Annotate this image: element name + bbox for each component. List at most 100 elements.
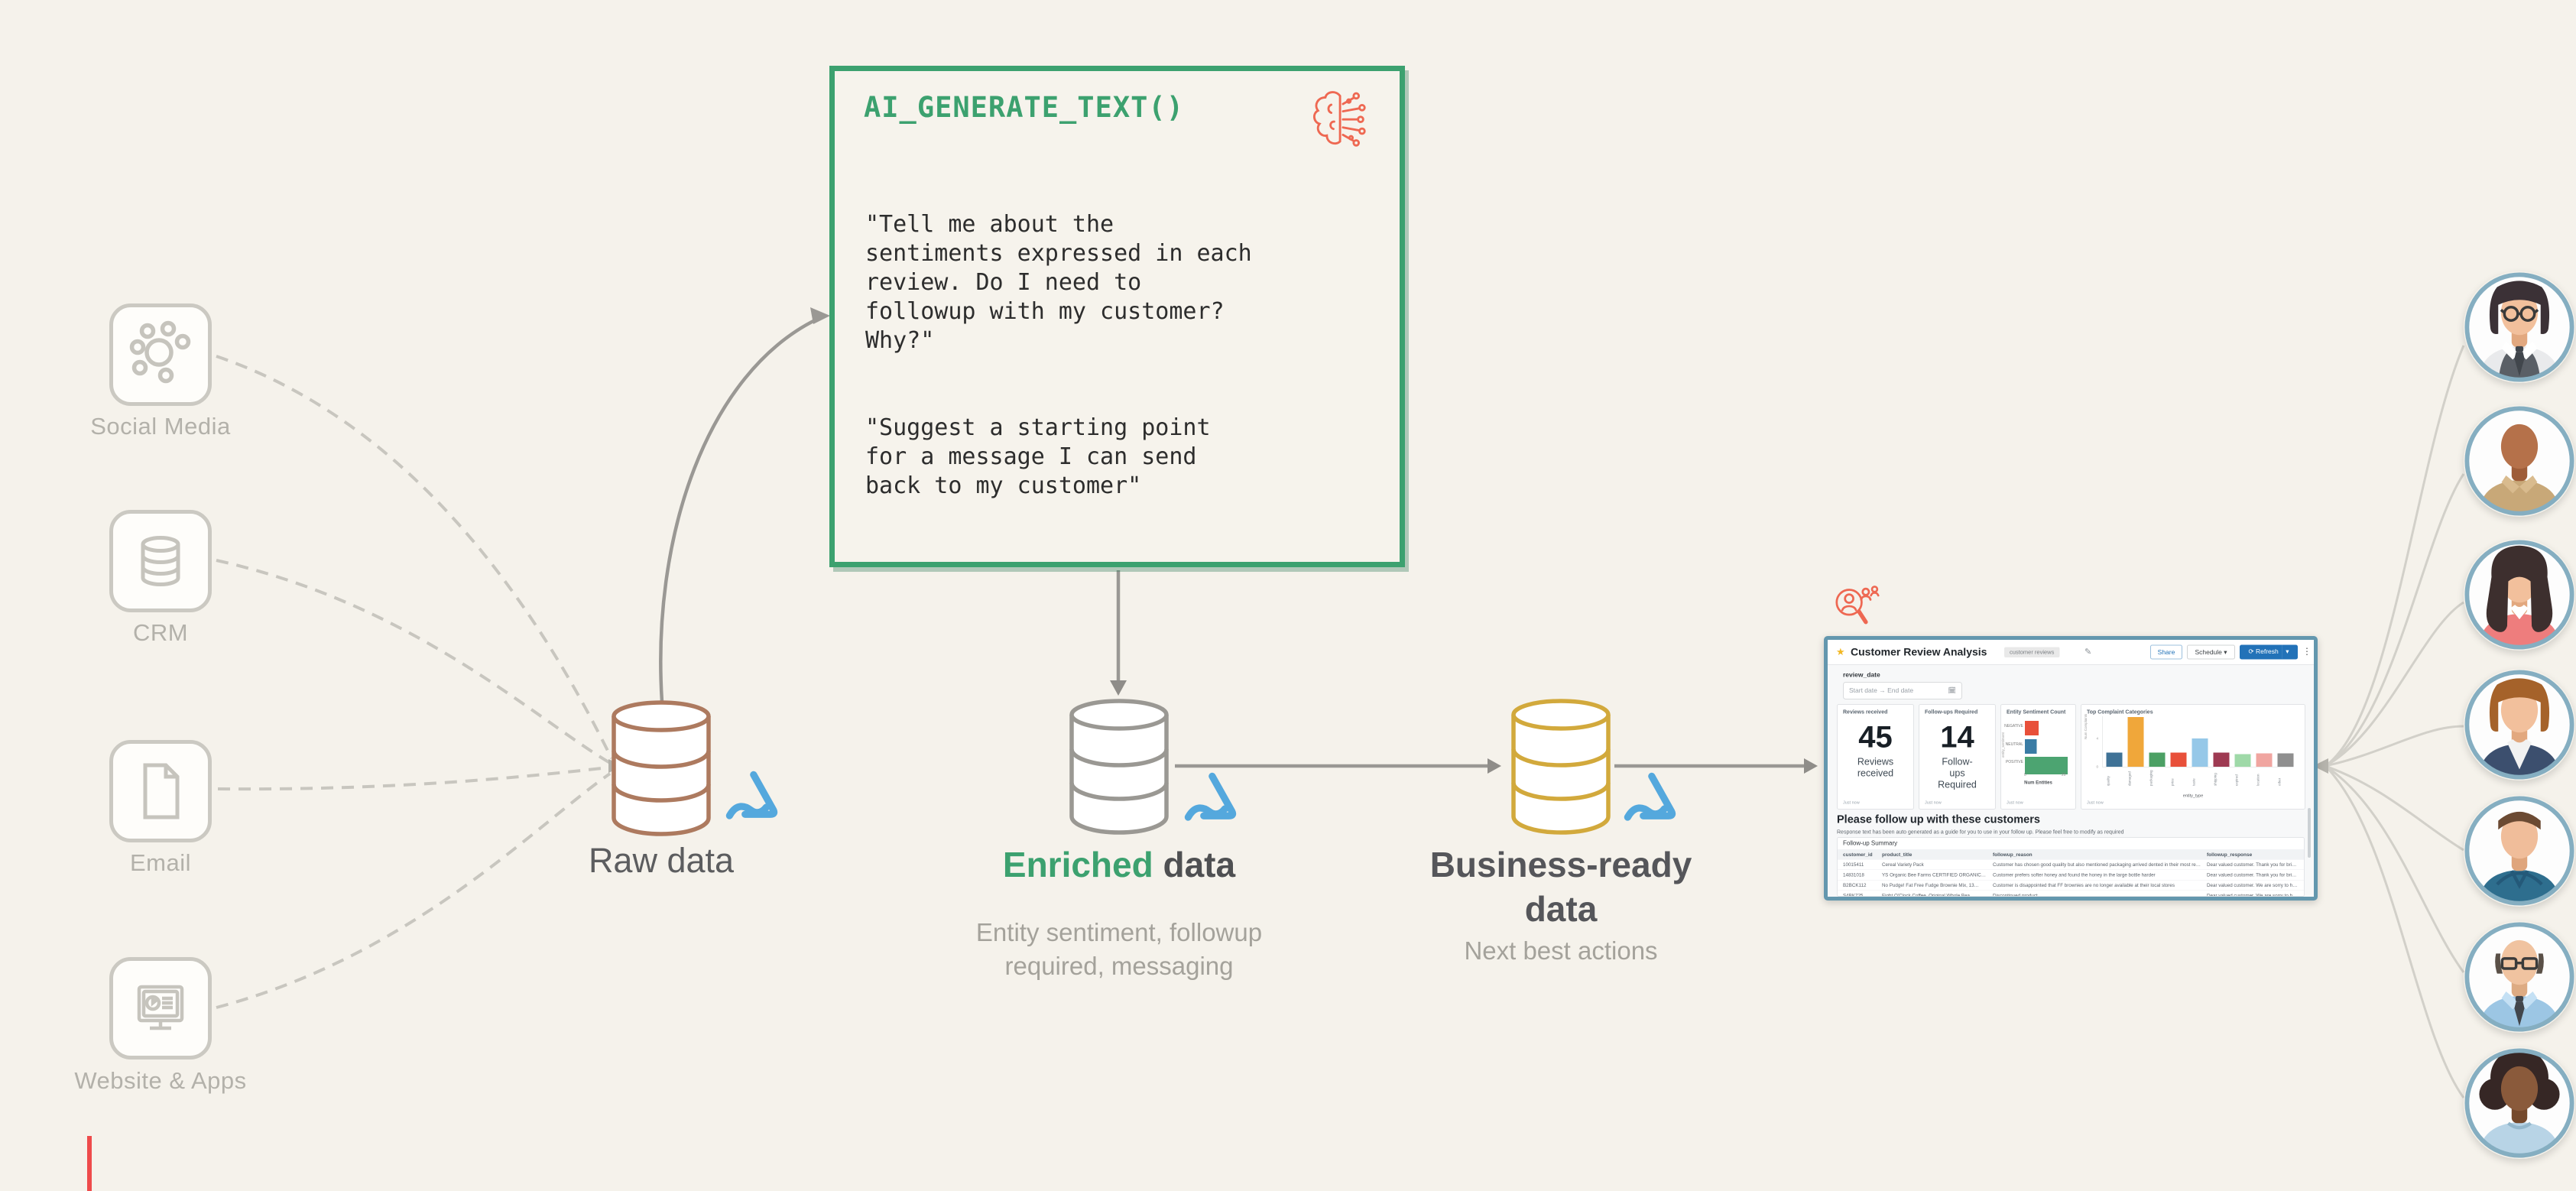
followup-subtext: Response text has been auto generated as…: [1837, 829, 2124, 835]
complaint-category-label: packaging: [2149, 770, 2153, 786]
crm-database-icon: [109, 510, 212, 612]
table-column-header: product_title: [1882, 851, 1913, 858]
complaint-bar: [2234, 754, 2251, 767]
table-cell: Customer prefers softer honey and found …: [1993, 872, 2156, 878]
table-cell: Customer has chosen good quality but als…: [1993, 862, 2207, 868]
ai-prompts: "Tell me about the sentiments expressed …: [835, 160, 1400, 559]
kebab-menu-icon[interactable]: ⋮: [2302, 646, 2312, 657]
email-document-icon: [109, 740, 212, 842]
table-row: B2BCK112 No Pudge! Fat Free Fudge Brownie…: [1838, 880, 2304, 891]
complaint-bar: [2106, 752, 2123, 767]
dashboard-header: ★ Customer Review Analysis customer revi…: [1828, 640, 2314, 665]
share-button[interactable]: Share: [2150, 644, 2182, 660]
dashboard-badge: customer reviews: [2004, 647, 2060, 657]
table-cell: 14831018: [1843, 872, 1864, 878]
table-row: 14831018 YS Organic Bee Farms CERTIFIED O…: [1838, 869, 2304, 881]
table-cell: B2BCK112: [1843, 882, 1867, 888]
dashboard-title: Customer Review Analysis: [1851, 646, 1987, 658]
avatar-bald-man-khaki: [2464, 405, 2575, 517]
social-media-icon: [109, 303, 212, 406]
complaint-bar: [2149, 752, 2166, 767]
ai-prompt-2: "Suggest a starting point for a message …: [865, 414, 1211, 499]
kpi-value-followups: 14: [1940, 719, 1974, 755]
data-platform-logo: [725, 771, 778, 819]
ai-prompt-1: "Tell me about the sentiments expressed …: [865, 211, 1252, 354]
kpi-value-reviews: 45: [1858, 719, 1893, 755]
schedule-button[interactable]: Schedule ▾: [2187, 644, 2235, 660]
sentiment-bar-row: NEGATIVE: [2001, 719, 2075, 737]
kpi-label-followups: Follow- ups Required: [1938, 756, 1977, 790]
table-cell: No Pudge! Fat Free Fudge Brownie Mix, 13…: [1882, 882, 1979, 888]
sentiment-bar: [2025, 757, 2068, 774]
scrollbar-thumb[interactable]: [2308, 808, 2311, 858]
table-cell: Cereal Variety Pack: [1882, 862, 1924, 868]
sentiment-bar: [2025, 739, 2037, 754]
raw-data-cylinder: [612, 700, 711, 836]
complaint-bar: [2170, 752, 2187, 767]
sentiment-bar-row: POSITIVE: [2001, 755, 2075, 774]
avatar-woman-bob-glasses-vest: [2464, 271, 2575, 383]
kpi-card-reviews: Reviews received 45 Reviews received Jus…: [1837, 704, 1914, 810]
followup-table-body: 10015411 Cereal Variety Pack Customer has …: [1838, 859, 2304, 897]
star-icon[interactable]: ★: [1836, 646, 1845, 657]
table-cell: Customer is disappointed that FF brownie…: [1993, 882, 2175, 888]
website-apps-icon: [109, 957, 212, 1060]
table-cell: Dear valued customer. Thank you for brin…: [2207, 872, 2302, 878]
avatar-man-hoodie: [2464, 795, 2575, 907]
raw-data-label: Raw data: [588, 841, 735, 880]
enriched-data-label: Enriched data: [1002, 845, 1236, 884]
enriched-data-subtext: Entity sentiment, followup required, mes…: [975, 918, 1263, 980]
business-ready-label: Business-ready data: [1429, 845, 1692, 929]
complaint-bar: [2277, 753, 2294, 767]
complaint-bar: [2127, 717, 2144, 767]
business-ready-cylinder: [1511, 699, 1611, 835]
complaint-category-label: other: [2277, 777, 2282, 786]
source-label-email: Email: [129, 849, 191, 876]
kpi-card-followups: Follow-ups Required 14 Follow- ups Requi…: [1919, 704, 1996, 810]
complaint-category-label: shipping: [2213, 773, 2218, 786]
table-cell: Dear valued customer. Thank you for brin…: [2207, 862, 2302, 868]
pencil-icon[interactable]: ✎: [2084, 647, 2092, 657]
table-cell: S4BK725: [1843, 893, 1864, 897]
data-platform-logo: [1184, 772, 1237, 821]
sentiment-bar-row: NEUTRAL: [2001, 737, 2075, 755]
complaint-category-label: price: [2170, 778, 2175, 786]
sentiment-bar: [2025, 721, 2039, 735]
avatar-woman-auburn-blazer: [2464, 669, 2575, 780]
table-cell: Dear valued customer. We are sorry to he…: [2207, 882, 2302, 888]
table-cell: 10015411: [1843, 862, 1864, 868]
business-ready-subtext: Next best actions: [1464, 936, 1658, 965]
source-label-social-media: Social Media: [90, 413, 231, 440]
table-row: S4BK725 Eight O'Clock Coffee, Original Wh…: [1838, 890, 2304, 897]
people-search-icon: [1835, 586, 1880, 625]
complaint-bar: [2256, 753, 2273, 767]
source-label-crm: CRM: [132, 619, 189, 646]
calendar-icon: 🗓: [1948, 686, 1956, 695]
followup-heading: Please follow up with these customers: [1837, 813, 2040, 826]
table-cell: Eight O'Clock Coffee, Original Whole Bea…: [1882, 893, 1975, 897]
source-label-website-apps: Website & Apps: [74, 1067, 247, 1094]
complaint-category-label: damaged: [2127, 771, 2132, 786]
edge-marker: [87, 1136, 92, 1191]
complaint-category-label: location: [2256, 774, 2260, 786]
ai-brain-circuit-icon: [1313, 91, 1366, 147]
complaint-category-label: taste: [2192, 778, 2196, 786]
table-column-header: customer_id: [1843, 851, 1873, 858]
table-cell: Discontinued product: [1993, 893, 2038, 897]
avatar-woman-afro-blue: [2464, 1047, 2575, 1159]
table-column-header: followup_response: [2207, 851, 2253, 858]
avatar-woman-curly-coral: [2464, 539, 2575, 651]
date-range-input[interactable]: Start date → End date🗓: [1843, 682, 1962, 699]
refresh-button[interactable]: ⟳ Refresh▾: [2240, 644, 2298, 660]
table-row: 10015411 Cereal Variety Pack Customer has …: [1838, 859, 2304, 870]
complaint-category-label: quality: [2106, 775, 2110, 786]
data-platform-logo: [1624, 772, 1676, 821]
enriched-data-cylinder: [1069, 699, 1169, 835]
table-cell: YS Organic Bee Farms CERTIFIED ORGANIC…: [1882, 872, 1987, 878]
